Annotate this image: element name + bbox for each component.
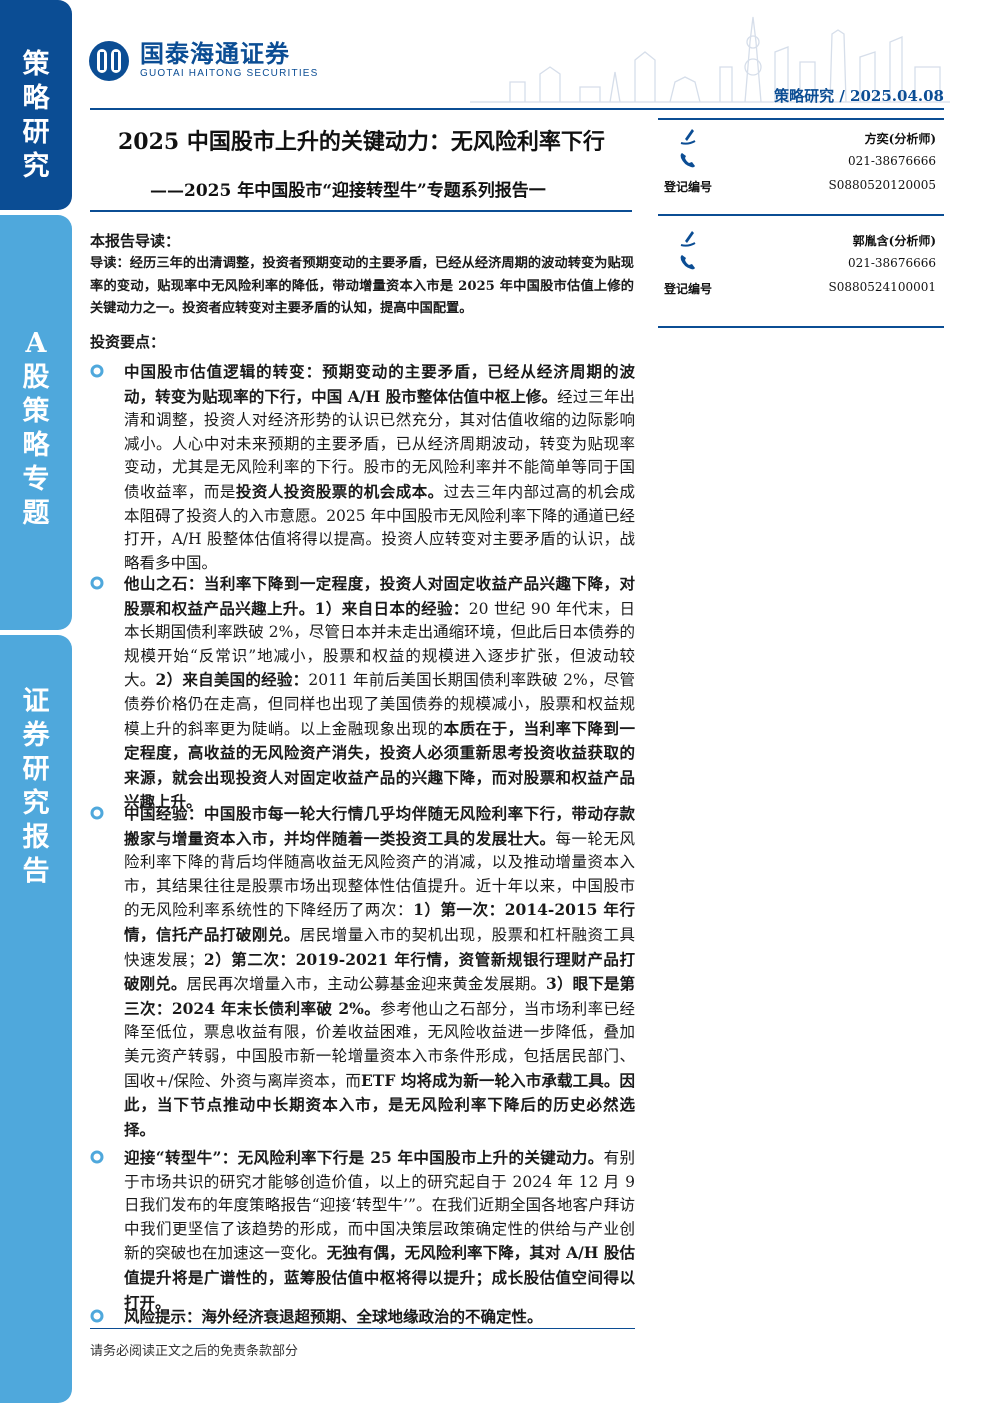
title-divider [90, 210, 632, 212]
sidebar-type-block: 证 券 研 究 报 告 [0, 635, 72, 1403]
analyst-phone: 021-38676666 [847, 256, 936, 270]
report-category-date: 策略研究 / 2025.04.08 [774, 87, 944, 105]
investment-point: 迎接“转型牛”：无风险利率下行是 25 年中国股市上升的关键动力。有别于市场共识… [90, 1146, 635, 1315]
bullet-icon [90, 364, 104, 378]
city-skyline-illustration [470, 16, 950, 103]
sidebar-char: 股 [22, 362, 50, 393]
bullet-icon [90, 1150, 104, 1164]
company-logo: 国泰海通证券 GUOTAI HAITONG SECURITIES [88, 40, 319, 82]
pen-icon [680, 129, 696, 145]
sidebar-char: 告 [22, 856, 50, 887]
point-text: 风险提示：海外经济衰退超预期、全球地缘政治的不确定性。 [124, 1307, 543, 1326]
sidebar-char: 究 [22, 788, 50, 819]
sidebar-char: 题 [22, 498, 50, 529]
point-text: 迎接“转型牛”：无风险利率下行是 25 年中国股市上升的关键动力。有别于市场共识… [124, 1148, 635, 1312]
analyst-divider [658, 118, 944, 120]
point-text: 中国股市估值逻辑的转变：预期变动的主要矛盾，已经从经济周期的波动，转变为贴现率的… [124, 362, 635, 572]
sidebar-char: 策 [22, 49, 50, 80]
sidebar-char: 报 [22, 822, 50, 853]
pen-icon [680, 231, 696, 247]
sidebar-char: 券 [22, 720, 50, 751]
registration-label: 登记编号 [664, 282, 713, 296]
registration-number: S0880524100001 [828, 280, 936, 294]
sidebar-char: 证 [22, 686, 50, 717]
investment-point: 中国经验：中国股市每一轮大行情几乎均伴随无风险利率下行，带动存款搬家与增量资本入… [90, 802, 635, 1142]
bullet-icon [90, 576, 104, 590]
sidebar-char: 略 [22, 430, 50, 461]
analyst-name: 方奕(分析师) [864, 132, 936, 146]
report-subtitle: ——2025 年中国股市“迎接转型牛”专题系列报告一 [150, 181, 546, 201]
sidebar-char: A [25, 328, 47, 359]
logo-name-en: GUOTAI HAITONG SECURITIES [140, 68, 319, 79]
investment-heading: 投资要点： [90, 333, 166, 351]
investment-point: 风险提示：海外经济衰退超预期、全球地缘政治的不确定性。 [90, 1305, 635, 1330]
point-text: 他山之石：当利率下降到一定程度，投资人对固定收益产品兴趣下降，对股票和权益产品兴… [124, 574, 635, 812]
header-divider [90, 108, 944, 110]
analyst-divider [658, 326, 944, 328]
sidebar-category-block: 策 略 研 究 [0, 0, 72, 210]
sidebar-char: 研 [22, 117, 50, 148]
analyst-divider [658, 214, 944, 216]
logo-mark-icon [89, 41, 129, 81]
sidebar-char: 研 [22, 754, 50, 785]
report-title: 2025 中国股市上升的关键动力：无风险利率下行 [118, 129, 605, 155]
analyst-phone: 021-38676666 [847, 154, 936, 168]
analyst-name: 郭胤含(分析师) [852, 234, 936, 248]
investment-point: 他山之石：当利率下降到一定程度，投资人对固定收益产品兴趣下降，对股票和权益产品兴… [90, 572, 635, 815]
point-text: 中国经验：中国股市每一轮大行情几乎均伴随无风险利率下行，带动存款搬家与增量资本入… [124, 804, 635, 1139]
investment-point: 中国股市估值逻辑的转变：预期变动的主要矛盾，已经从经济周期的波动，转变为贴现率的… [90, 360, 635, 575]
phone-icon [680, 153, 695, 168]
sidebar-topic-block: A 股 策 略 专 题 [0, 215, 72, 630]
bullet-icon [90, 1309, 104, 1323]
disclaimer-note: 请务必阅读正文之后的免责条款部分 [90, 1344, 299, 1359]
sidebar-char: 略 [22, 83, 50, 114]
phone-icon [680, 255, 695, 270]
footer-divider [90, 1328, 635, 1329]
guide-paragraph: 导读：经历三年的出清调整，投资者预期变动的主要矛盾，已经从经济周期的波动转变为贴… [90, 256, 634, 316]
registration-label: 登记编号 [664, 180, 713, 194]
sidebar-char: 究 [22, 151, 50, 182]
bullet-icon [90, 806, 104, 820]
guide-heading: 本报告导读： [90, 232, 181, 250]
logo-name-cn: 国泰海通证券 [140, 40, 290, 68]
sidebar-char: 专 [22, 464, 50, 495]
registration-number: S0880520120005 [828, 178, 936, 192]
sidebar-char: 策 [22, 396, 50, 427]
